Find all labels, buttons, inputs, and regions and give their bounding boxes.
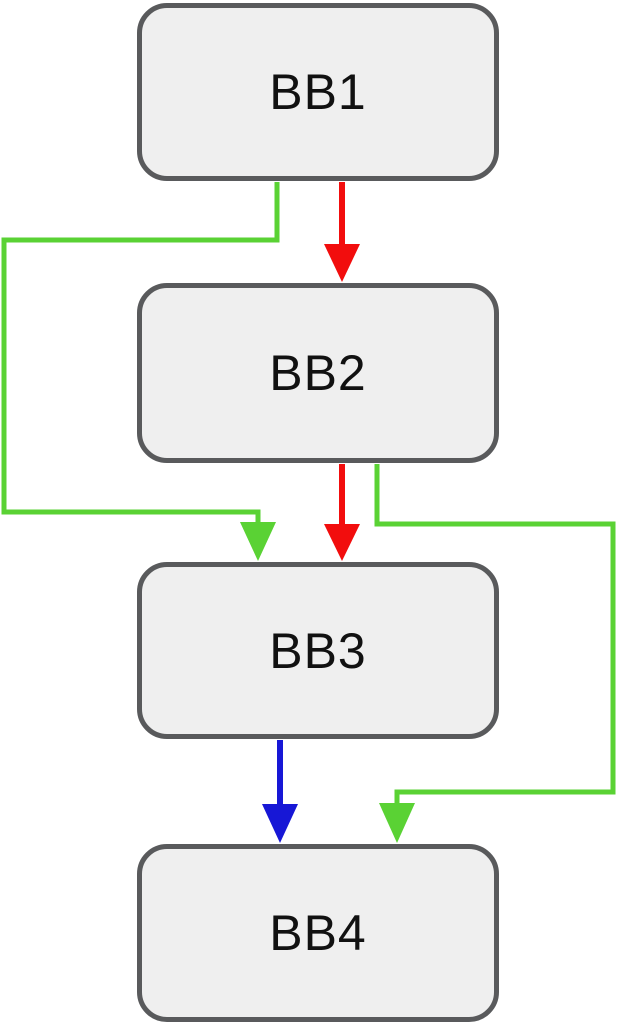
node-bb3-label: BB3 — [269, 622, 367, 679]
edge-bb2-to-bb4-line — [374, 464, 616, 806]
edge-bb1-to-bb3-line — [1, 182, 280, 526]
edge-bb3-to-bb4 — [262, 740, 298, 843]
node-bb4: BB4 — [137, 844, 499, 1022]
edge-bb1-to-bb2 — [324, 182, 360, 282]
edge-bb2-to-bb4-arrowhead-icon — [379, 803, 415, 843]
edge-bb1-to-bb3 — [1, 182, 280, 561]
node-bb4-label: BB4 — [269, 905, 367, 961]
edge-bb1-to-bb2-arrowhead-icon — [324, 244, 360, 282]
edge-bb1-to-bb3-arrowhead-icon — [240, 522, 276, 561]
node-bb1-label: BB1 — [269, 64, 367, 120]
edge-bb2-to-bb3 — [324, 464, 360, 561]
node-bb2: BB2 — [137, 283, 499, 463]
edge-bb2-to-bb4 — [374, 464, 616, 843]
edge-bb3-to-bb4-arrowhead-icon — [262, 804, 298, 843]
node-bb1: BB1 — [137, 3, 499, 181]
edge-bb2-to-bb3-arrowhead-icon — [324, 524, 360, 561]
node-bb3: BB3 — [137, 562, 499, 739]
node-bb2-label: BB2 — [269, 345, 367, 401]
